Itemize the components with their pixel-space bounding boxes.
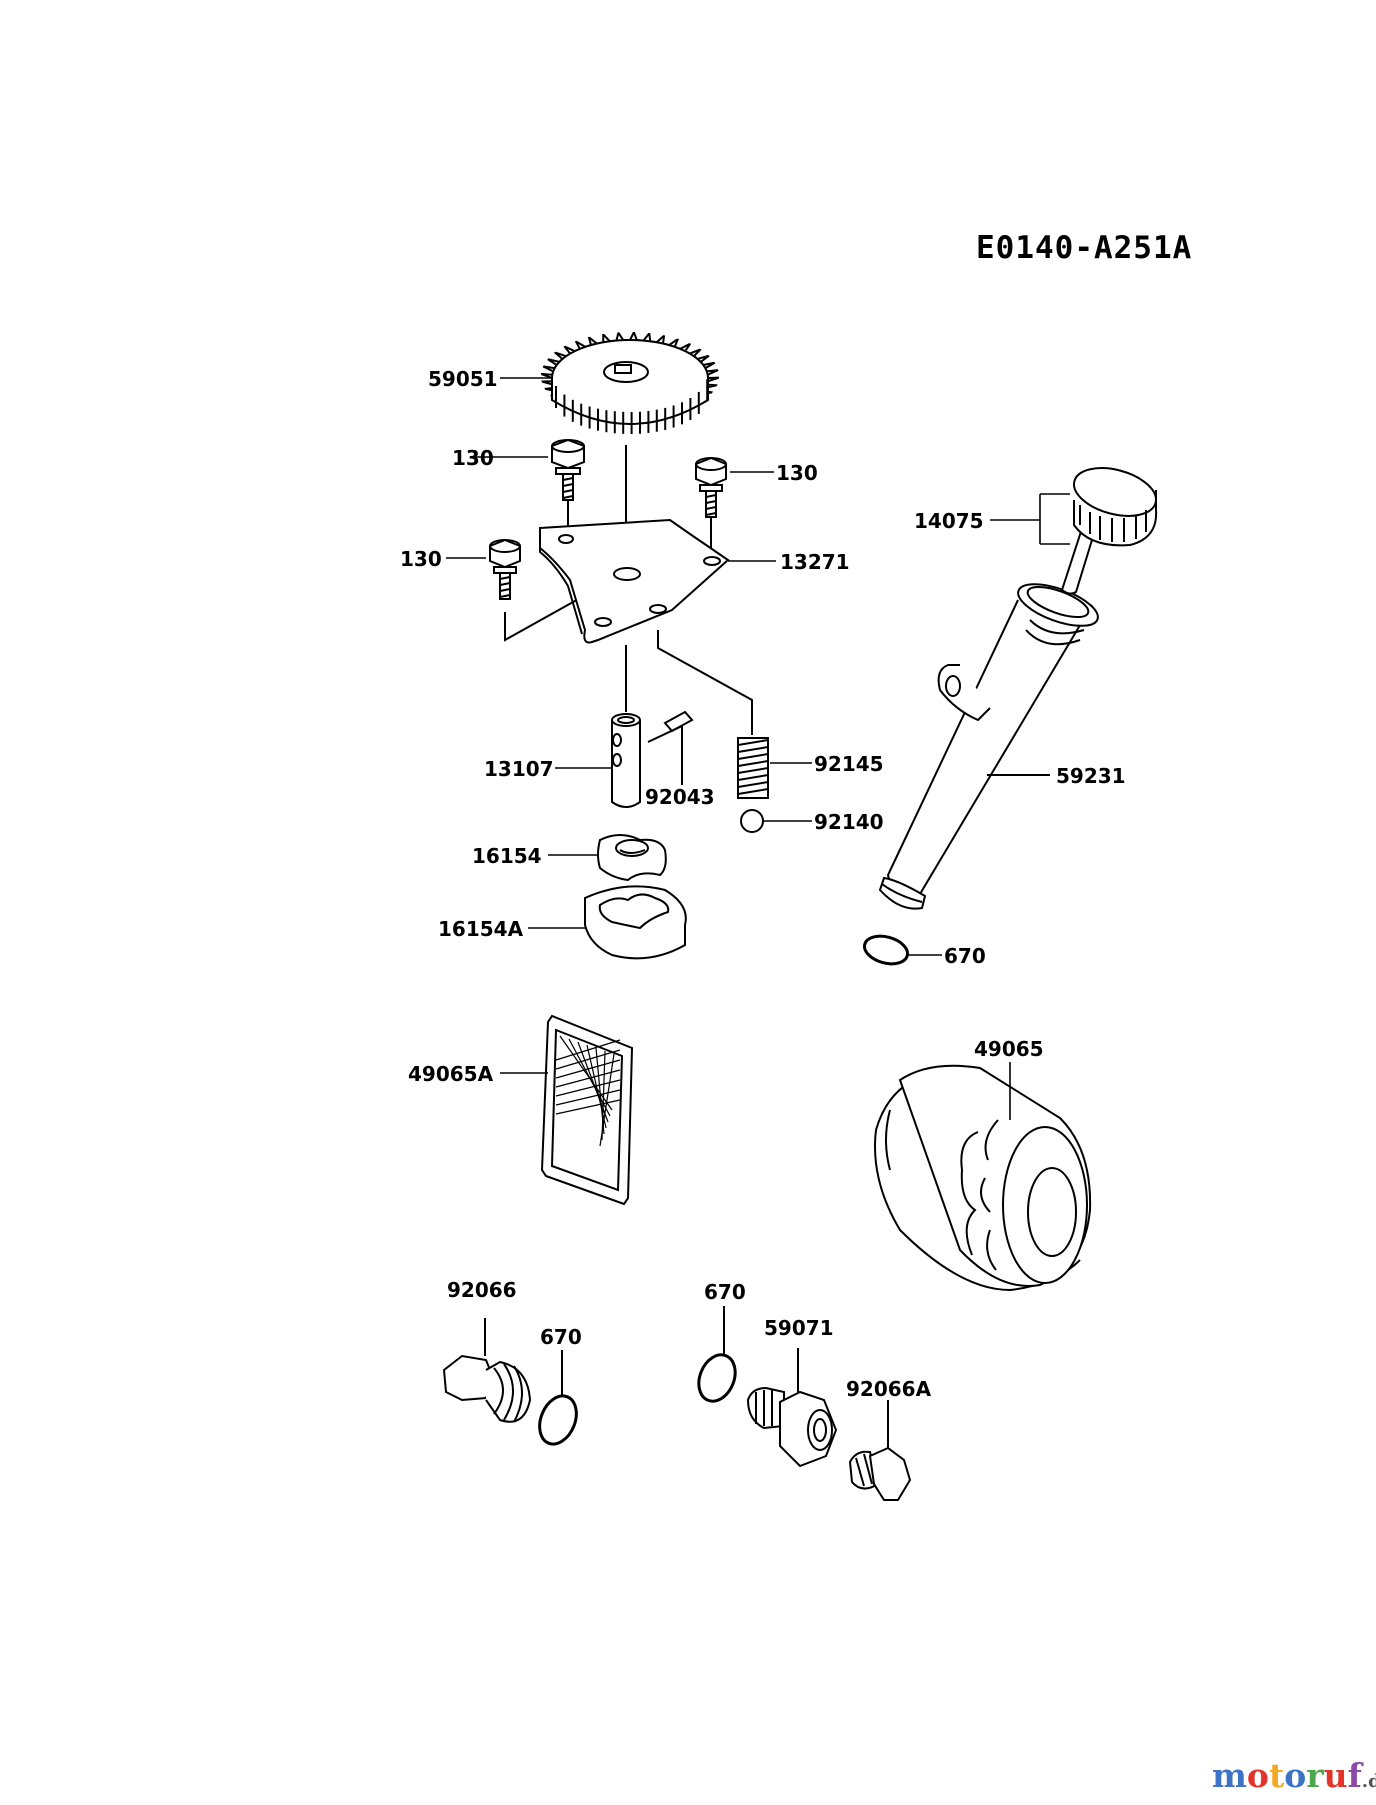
cap-14075 (1060, 467, 1158, 595)
watermark-logo: motoruf.de (1212, 1756, 1376, 1795)
watermark-letter: o (1246, 1756, 1269, 1795)
watermark-letter: f (1347, 1756, 1362, 1795)
watermark-letter: o (1284, 1756, 1307, 1795)
label-92140: 92140 (814, 810, 884, 834)
label-14075: 14075 (914, 509, 984, 533)
plug-92066 (442, 1318, 532, 1423)
label-130-a: 130 (452, 446, 494, 470)
label-59071: 59071 (764, 1316, 834, 1340)
label-59051: 59051 (428, 367, 498, 391)
filter-49065 (874, 1064, 1092, 1292)
pin-92043 (647, 710, 694, 785)
label-16154a: 16154A (438, 917, 524, 941)
label-92066: 92066 (447, 1278, 517, 1302)
ball-92140 (740, 809, 764, 833)
watermark-letter: r (1306, 1756, 1324, 1795)
label-130-c: 130 (400, 547, 442, 571)
plug-small-92066a (848, 1400, 912, 1501)
label-670-plug: 670 (540, 1325, 582, 1349)
label-16154: 16154 (472, 844, 542, 868)
spring-92145 (737, 737, 769, 799)
watermark-text: motoruf (1212, 1756, 1362, 1795)
label-13271: 13271 (780, 550, 850, 574)
watermark-letter: u (1323, 1756, 1348, 1795)
oring-670-tube (862, 934, 910, 966)
oring-670-fitting (697, 1353, 737, 1403)
rotor-outer-16154a (584, 885, 687, 960)
plate-13271 (539, 518, 753, 735)
label-49065: 49065 (974, 1037, 1044, 1061)
rotor-inner-16154 (597, 834, 667, 882)
bolt-130-left-mid (489, 538, 601, 642)
fitting-59071 (746, 1348, 838, 1468)
watermark-letter: m (1212, 1756, 1247, 1795)
watermark-suffix: .de (1361, 1771, 1376, 1792)
tube-59231 (878, 583, 1099, 910)
label-49065a: 49065A (408, 1062, 494, 1086)
label-13107: 13107 (484, 757, 554, 781)
watermark-letter: t (1268, 1756, 1285, 1795)
part-labels: 59051 130 130 130 13271 14075 13107 9204… (400, 367, 1126, 1401)
leader-lines (446, 377, 1070, 1120)
diagram-code: E0140-A251A (976, 230, 1193, 266)
label-59231: 59231 (1056, 764, 1126, 788)
oring-670-plug (538, 1394, 578, 1446)
label-670-fitting: 670 (704, 1280, 746, 1304)
gear-59051 (541, 332, 719, 553)
screen-49065a (540, 1014, 634, 1206)
label-92145: 92145 (814, 752, 884, 776)
label-670-tube: 670 (944, 944, 986, 968)
shaft-13107 (611, 713, 641, 808)
bolt-130-right (695, 456, 727, 560)
label-130-b: 130 (776, 461, 818, 485)
label-92066a: 92066A (846, 1377, 932, 1401)
label-92043: 92043 (645, 785, 715, 809)
